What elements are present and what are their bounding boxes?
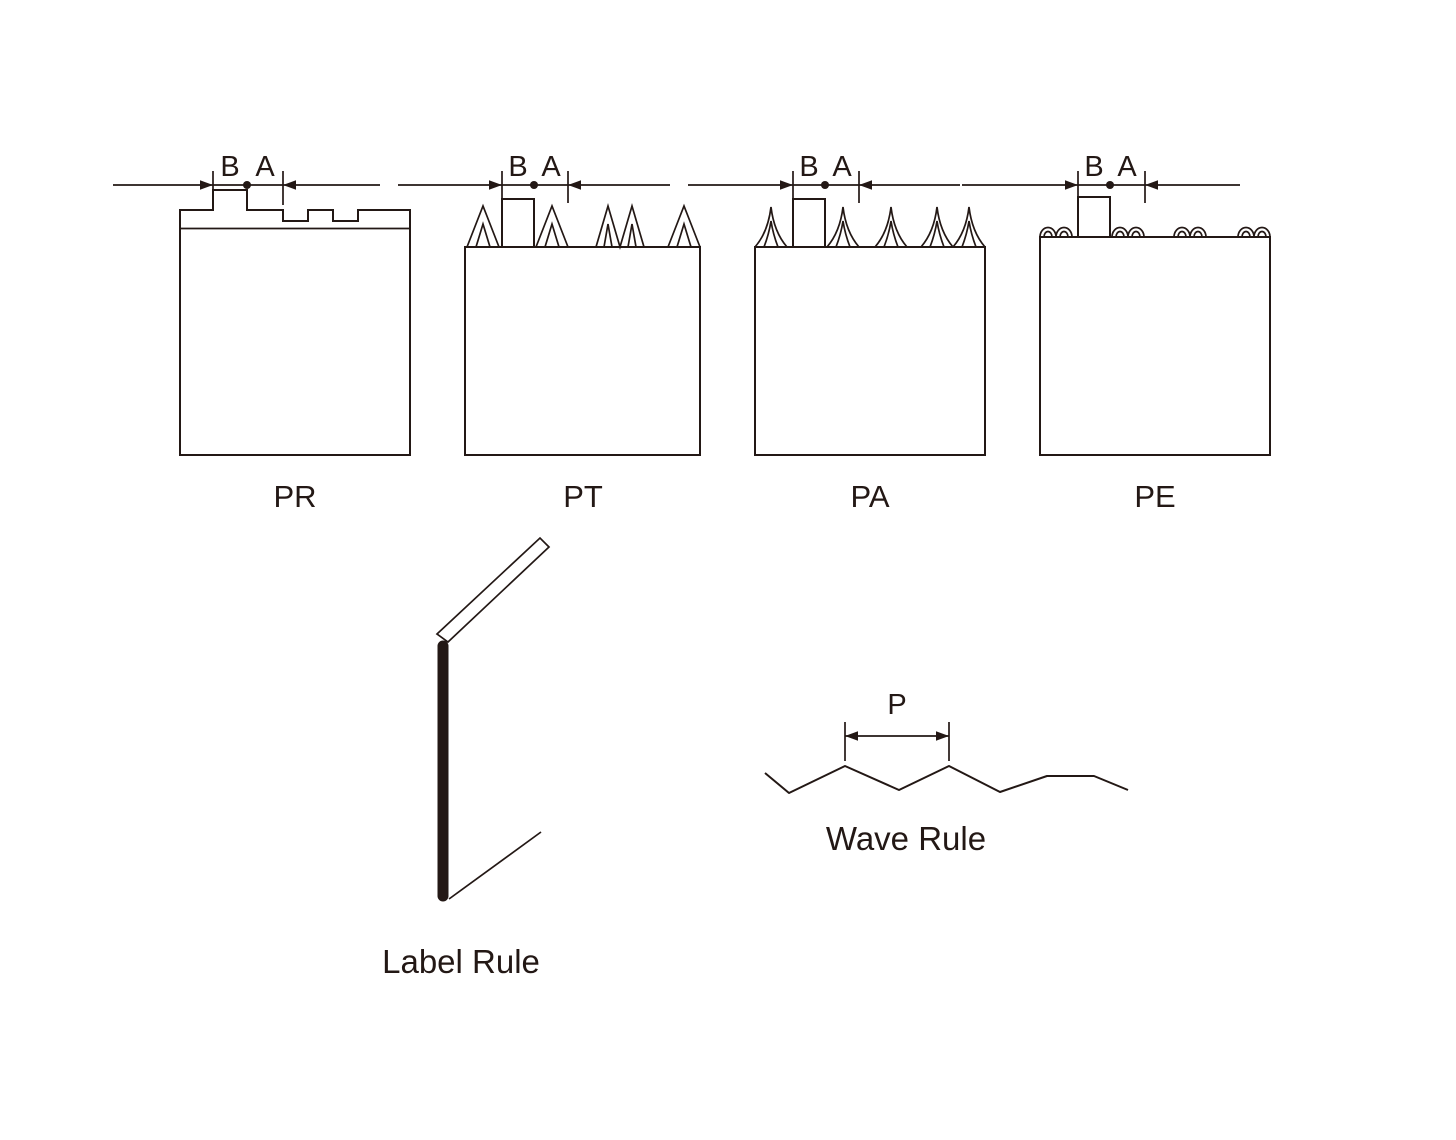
arrowhead-left-icon: [859, 180, 872, 190]
dimension-dot: [821, 181, 829, 189]
arrowhead-left-icon: [568, 180, 581, 190]
arrowhead-left-icon: [283, 180, 296, 190]
pa-center-tooth: [792, 198, 826, 247]
profile-label-pt: PT: [563, 479, 603, 514]
profile-label-pr: PR: [273, 479, 316, 514]
pt-body: [464, 246, 701, 456]
dimension-dot: [243, 181, 251, 189]
pa-body: [754, 246, 986, 456]
pe-teeth-outer: [1039, 226, 1271, 238]
dim-label-b: B: [508, 151, 527, 183]
wave-rule-caption: Wave Rule: [826, 820, 986, 857]
arrowhead-right-icon: [780, 180, 793, 190]
arrowhead-right-icon: [200, 180, 213, 190]
profile-pt: B A PT: [398, 151, 701, 514]
dim-label-a: A: [1117, 151, 1137, 183]
pitch-label: P: [887, 689, 906, 721]
pe-teeth-inner: [1043, 230, 1267, 238]
wave-rule-figure: P Wave Rule: [764, 689, 1129, 857]
dimension-dot: [530, 181, 538, 189]
pt-teeth: [466, 202, 701, 251]
profile-label-pe: PE: [1134, 479, 1175, 514]
arrowhead-right-icon: [489, 180, 502, 190]
dim-label-b: B: [1084, 151, 1103, 183]
label-rule-caption: Label Rule: [382, 943, 540, 980]
profile-label-pa: PA: [850, 479, 889, 514]
pe-dimension: B A: [962, 151, 1240, 203]
profile-pr: B A PR: [113, 151, 411, 514]
arrowhead-left-icon: [1145, 180, 1158, 190]
pe-center-tooth: [1077, 196, 1111, 237]
dim-label-a: A: [832, 151, 852, 183]
dim-label-b: B: [799, 151, 818, 183]
dimension-dot: [1106, 181, 1114, 189]
label-rule-bottom-edge: [448, 831, 542, 900]
label-rule-figure: Label Rule: [382, 536, 551, 980]
pt-center-tooth: [501, 198, 535, 247]
pt-dimension: B A: [398, 151, 670, 203]
dim-label-a: A: [255, 151, 275, 183]
label-rule-top-edge: [435, 536, 551, 644]
pa-teeth: [754, 206, 986, 248]
pe-body: [1039, 236, 1271, 456]
wave-rule-dimension: P: [844, 689, 950, 761]
pr-body-outline: [179, 189, 411, 456]
wave-rule-profile: [764, 765, 1129, 794]
pr-dimension: B A: [113, 151, 380, 205]
arrowhead-left-icon: [845, 731, 858, 741]
profile-pe: B A PE: [962, 151, 1271, 514]
profile-pa: B A PA: [688, 151, 986, 514]
arrowhead-right-icon: [936, 731, 949, 741]
pa-dimension: B A: [688, 151, 960, 203]
dim-label-b: B: [220, 151, 239, 183]
dim-label-a: A: [541, 151, 561, 183]
arrowhead-right-icon: [1065, 180, 1078, 190]
